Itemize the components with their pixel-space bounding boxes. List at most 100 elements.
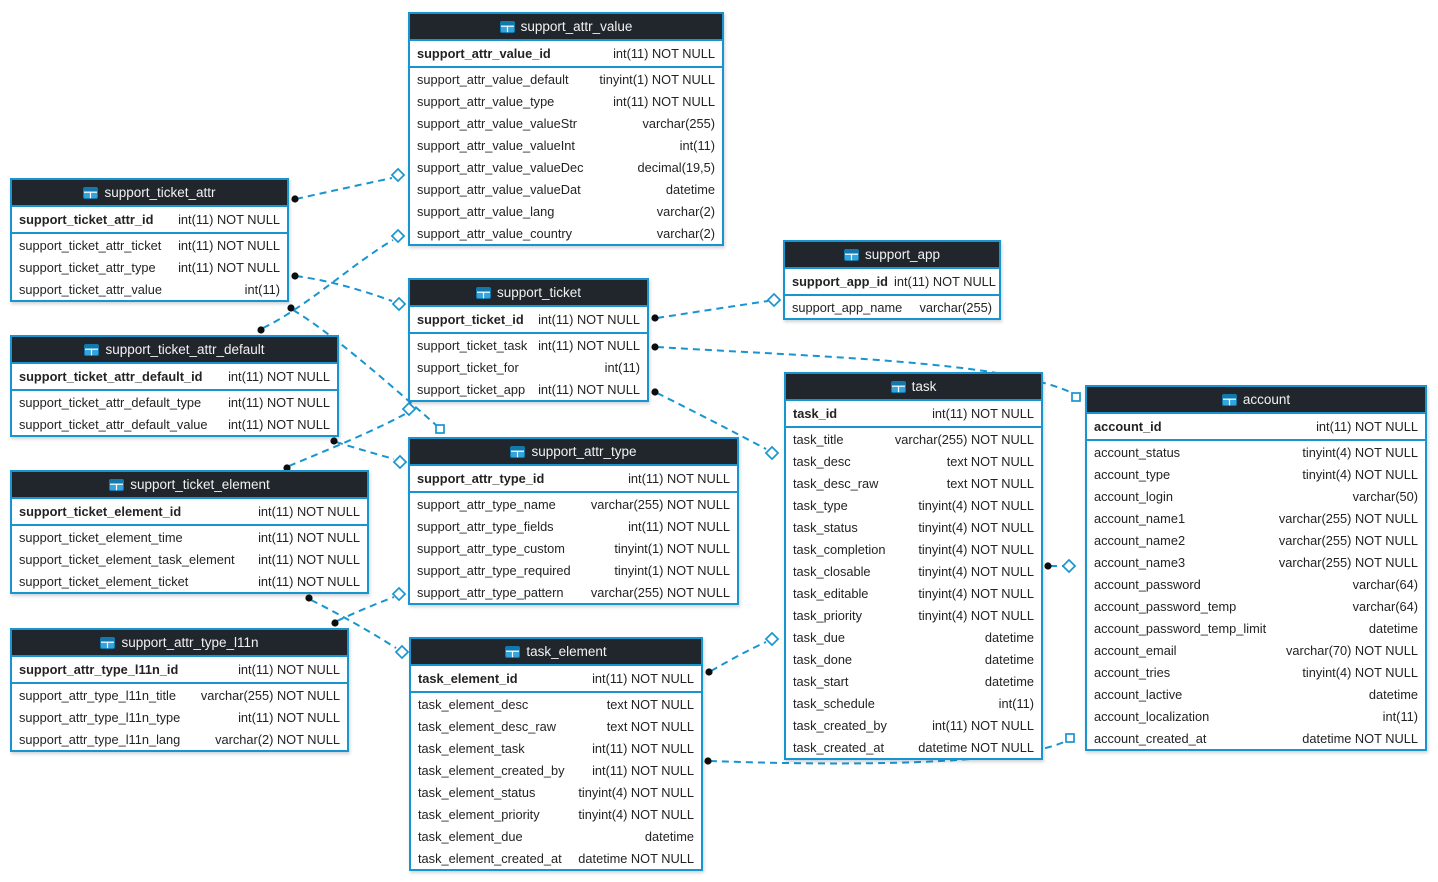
relationship-task_element-to-task[interactable] xyxy=(710,641,767,672)
table-header-support_app[interactable]: support_app xyxy=(785,242,999,269)
table-header-support_ticket_attr_default[interactable]: support_ticket_attr_default xyxy=(12,337,337,364)
relationship-support_ticket_attr_default-to-support_attr_type[interactable] xyxy=(335,441,395,460)
table-header-support_attr_type_l11n[interactable]: support_attr_type_l11n xyxy=(12,630,347,657)
relationship-support_ticket-to-account[interactable] xyxy=(656,346,1071,393)
relationship-support_attr_type_l11n-to-support_attr_type[interactable] xyxy=(336,596,395,622)
relationship-support_ticket_element-to-task_element[interactable] xyxy=(310,599,397,649)
table-header-task_element[interactable]: task_element xyxy=(411,639,701,666)
table-header-support_attr_type[interactable]: support_attr_type xyxy=(410,439,737,466)
relationship-support_ticket_attr_default-to-support_attr_value[interactable] xyxy=(262,239,394,329)
relationship-support_ticket-to-task[interactable] xyxy=(656,392,767,450)
table-header-support_ticket_attr[interactable]: support_ticket_attr xyxy=(12,180,287,207)
table-header-support_ticket_element[interactable]: support_ticket_element xyxy=(12,472,367,499)
relationship-support_ticket_element-to-support_ticket[interactable] xyxy=(288,413,406,467)
table-header-support_ticket[interactable]: support_ticket xyxy=(410,280,647,307)
relationship-support_ticket-to-support_app[interactable] xyxy=(656,300,769,319)
table-header-task[interactable]: task xyxy=(786,374,1041,401)
table-header-support_attr_value[interactable]: support_attr_value xyxy=(410,14,722,41)
relationship-support_ticket_attr-to-support_attr_value[interactable] xyxy=(295,177,393,200)
table-header-account[interactable]: account xyxy=(1087,387,1425,414)
relationship-support_ticket_attr-to-support_ticket[interactable] xyxy=(295,275,393,302)
